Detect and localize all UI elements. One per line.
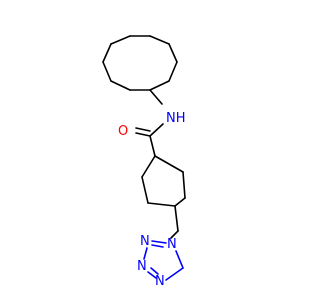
bond-c8-8 — [168, 61, 178, 82]
bond-c5-n1 — [175, 250, 184, 269]
bond-c8-2 — [102, 61, 112, 82]
bond-c8-7 — [168, 43, 178, 63]
bond-n4-c5 — [165, 267, 184, 281]
cyclohexane-ring — [141, 155, 186, 207]
bond-c6-6 — [141, 155, 156, 178]
structure-canvas: NH O N N N N — [102, 35, 186, 289]
bond-n1-n2-b — [151, 244, 164, 248]
bond-c6-3 — [174, 197, 186, 207]
tetrazole-ring: N N N N — [137, 234, 184, 289]
bond-c6-1 — [154, 155, 184, 173]
bond-c8-3 — [102, 43, 112, 63]
tetrazole-n3-label: N — [137, 259, 147, 274]
bond-ch2-to-n1 — [170, 230, 179, 239]
tetrazole-n2-label: N — [140, 234, 150, 249]
bond-c6-2 — [182, 171, 186, 199]
bond-c8-6 — [149, 35, 170, 45]
bond-n3-n4 — [147, 271, 157, 279]
molecule-drawing: NH O N N N N — [102, 35, 186, 289]
bond-n1-n2 — [151, 240, 167, 244]
amide-nh-label: NH — [166, 111, 186, 126]
bond-ring-to-nh — [149, 89, 163, 105]
bond-c8-1 — [110, 80, 131, 91]
bond-n3-n4-b — [150, 267, 159, 275]
bond-nh-to-carbonyl — [149, 123, 164, 137]
cyclooctane-ring — [102, 35, 178, 91]
bond-carbonyl-double-a — [135, 132, 151, 137]
tetrazole-n4-label: N — [155, 274, 165, 289]
bond-c8-4 — [110, 35, 131, 45]
bond-n2-n3 — [143, 247, 148, 260]
bond-c6-5 — [141, 176, 149, 204]
amide-oxygen-label: O — [118, 124, 128, 139]
bond-carbonyl-double-b — [135, 127, 151, 132]
bond-cyclohexane-to-ch2 — [174, 205, 179, 232]
tetrazole-n1-label: N — [167, 237, 177, 252]
bond-c6-4 — [147, 202, 176, 207]
bond-carbonyl-to-cyclohexane — [149, 135, 156, 157]
bond-c8-9 — [149, 80, 170, 91]
